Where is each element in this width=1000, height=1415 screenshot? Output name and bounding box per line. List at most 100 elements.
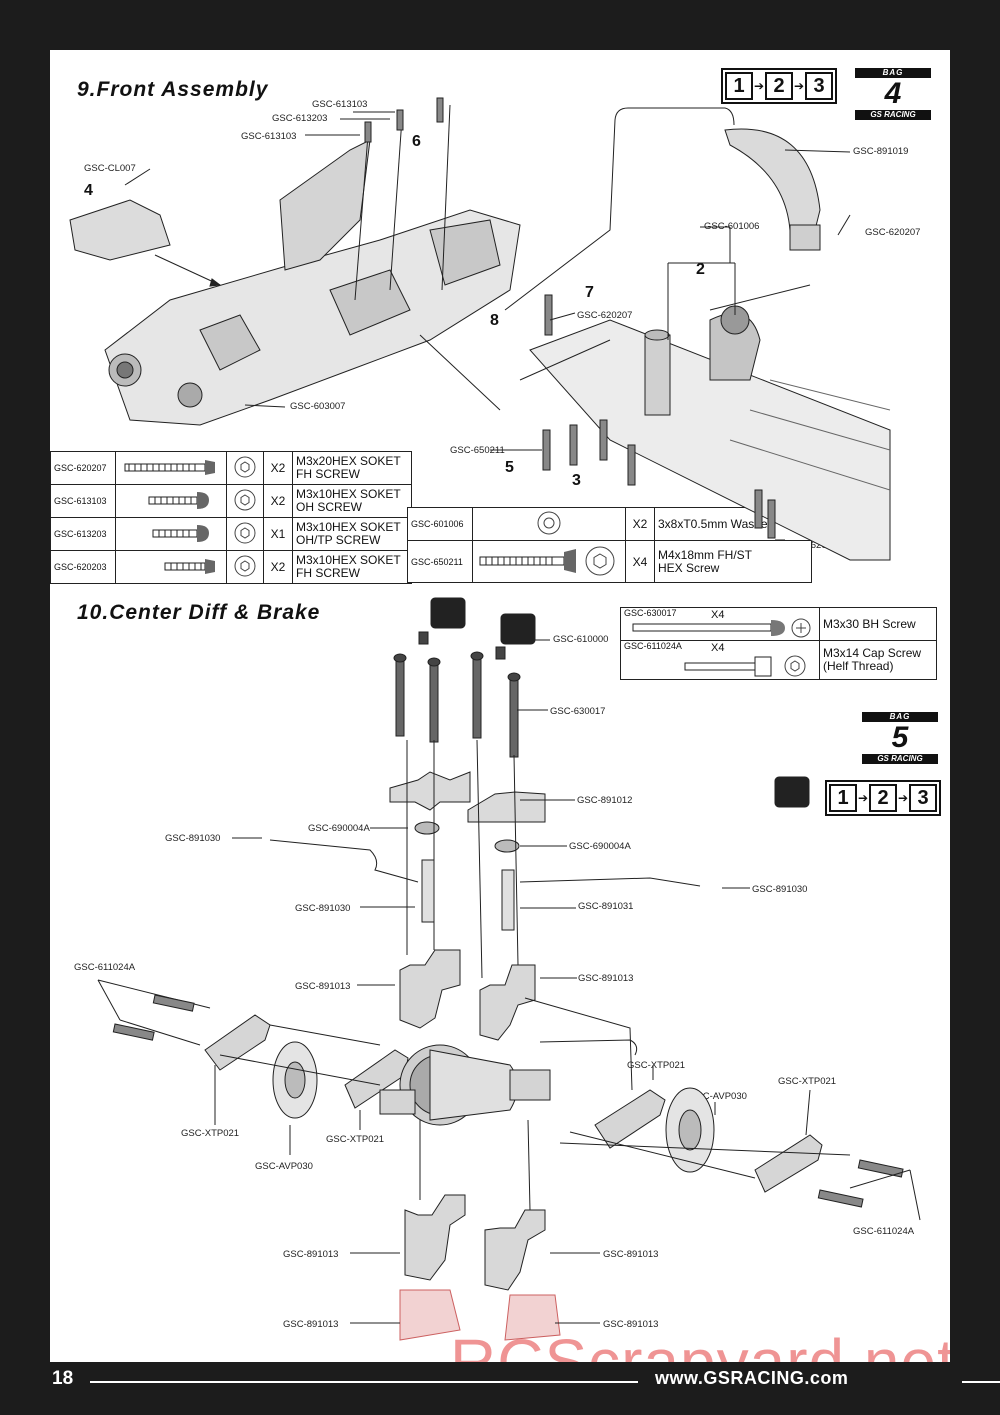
screw-image xyxy=(472,540,626,583)
callout-label: GSC-XTP021 xyxy=(778,1076,837,1087)
callout-label: GSC-650211 xyxy=(450,445,505,456)
table-row: GSC-630017 X4 M3x30 BH Screw xyxy=(620,607,937,641)
step-2: 2 xyxy=(765,72,793,100)
part-qty: X1 xyxy=(263,517,293,551)
callout-label: GSC-891031 xyxy=(578,901,634,912)
callout-label: GSC-891019 xyxy=(853,146,909,157)
callout-label: GSC-891013 xyxy=(283,1319,339,1330)
part-qty: X2 xyxy=(263,484,293,518)
callout-label: GSC-690004A xyxy=(308,823,370,834)
callout-label: GSC-XTP021 xyxy=(627,1060,686,1071)
part-code: GSC-601006 xyxy=(407,507,473,541)
step-number: 8 xyxy=(490,312,499,329)
callout-label: GSC-891013 xyxy=(603,1319,659,1330)
manual-page: 9.Front Assembly 1➔ 2➔ 3 BAG 4 GS RACING… xyxy=(50,50,950,1362)
arrow-right-icon: ➔ xyxy=(793,79,805,93)
screw-image xyxy=(115,517,227,551)
footer-rule xyxy=(962,1381,1000,1383)
callout-label: GSC-891013 xyxy=(295,981,351,992)
desc-line: OH SCREW xyxy=(296,500,362,514)
callout-label: GSC-891013 xyxy=(603,1249,659,1260)
part-code: GSC-650211 xyxy=(407,540,473,583)
callout-label: GSC-AVP030 xyxy=(255,1161,313,1172)
step-1: 1 xyxy=(829,784,857,812)
part-code: GSC-620207 xyxy=(50,451,116,485)
bag-number: 4 xyxy=(884,77,902,110)
desc-line: (Helf Thread) xyxy=(823,659,894,673)
hex-head-icon xyxy=(226,484,264,518)
desc-line: FH SCREW xyxy=(296,467,360,481)
part-qty: X4 xyxy=(625,540,655,583)
callout-label: GSC-CL007 xyxy=(84,163,136,174)
section10-title: 10.Center Diff & Brake xyxy=(77,601,321,624)
table-row: GSC-611024A X4 M3x14 Cap Screw(Helf Thre… xyxy=(620,640,937,680)
callout-label: GSC-XTP021 xyxy=(326,1134,385,1145)
step-2: 2 xyxy=(869,784,897,812)
callout-label: GSC-601006 xyxy=(704,221,760,232)
callout-label: GSC-620207 xyxy=(577,310,633,321)
callout-label: GSC-891030 xyxy=(165,833,221,844)
step-number: 5 xyxy=(505,459,514,476)
part-code: GSC-613103 xyxy=(50,484,116,518)
callout-label: GSC-613103 xyxy=(312,99,368,110)
washer-image xyxy=(472,507,626,541)
step-number: 2 xyxy=(696,261,705,278)
arrow-right-icon: ➔ xyxy=(897,791,909,805)
part-qty: X2 xyxy=(263,550,293,584)
page-number: 18 xyxy=(52,1368,74,1389)
bag-number: 5 xyxy=(891,721,909,754)
step-number: 7 xyxy=(585,284,594,301)
callout-label: GSC-891030 xyxy=(295,903,351,914)
table-row: GSC-601006 X2 3x8xT0.5mm Washer xyxy=(407,507,812,541)
arrow-right-icon: ➔ xyxy=(857,791,869,805)
hex-head-icon xyxy=(226,517,264,551)
step-number: 3 xyxy=(572,472,581,489)
assembly-illustration xyxy=(69,97,921,1341)
section10-parts-table: GSC-630017 X4 M3x30 BH Screw GSC-611024A… xyxy=(620,607,937,680)
hex-head-icon xyxy=(226,451,264,485)
callout-label: GSC-690004A xyxy=(569,841,631,852)
footer-rule xyxy=(90,1381,638,1383)
bag-label: BAG xyxy=(855,68,931,78)
bag-label: BAG xyxy=(862,712,938,722)
desc-line: 3x8xT0.5mm Washer xyxy=(658,516,772,531)
callout-label: GSC-891030 xyxy=(752,884,808,895)
section9-bag-badge: BAG 4 GS RACING xyxy=(855,68,931,120)
screw-image xyxy=(115,484,227,518)
part-code: GSC-630017 xyxy=(624,608,677,618)
callout-label: GSC-891012 xyxy=(577,795,633,806)
callout-label: GSC-AVP030 xyxy=(689,1091,747,1102)
part-qty: X4 xyxy=(711,642,725,654)
callout-label: GSC-630017 xyxy=(550,706,606,717)
callout-label: GSC-620207 xyxy=(865,227,921,238)
desc-line: M3x30 BH Screw xyxy=(823,616,916,631)
callout-label: GSC-611024A xyxy=(853,1226,915,1237)
section9-title: 9.Front Assembly xyxy=(77,78,269,101)
part-image-cell: GSC-630017 X4 xyxy=(620,607,820,641)
callout-label: GSC-891013 xyxy=(283,1249,339,1260)
desc-line: OH/TP SCREW xyxy=(296,533,381,547)
callout-label: GSC-603007 xyxy=(290,401,346,412)
section9-step-sequence: 1➔ 2➔ 3 xyxy=(721,68,837,104)
step-3: 3 xyxy=(805,72,833,100)
step-3: 3 xyxy=(909,784,937,812)
part-desc: M3x30 BH Screw xyxy=(819,607,937,641)
desc-line: M3x10HEX SOKET xyxy=(296,553,401,567)
hex-head-icon xyxy=(226,550,264,584)
bag-brand: GS RACING xyxy=(855,110,931,120)
part-code: GSC-620203 xyxy=(50,550,116,584)
desc-line: M3x14 Cap Screw xyxy=(823,646,922,660)
callout-label: GSC-XTP021 xyxy=(181,1128,240,1139)
part-image-cell: GSC-611024A X4 xyxy=(620,640,820,680)
callout-label: GSC-613103 xyxy=(241,131,297,142)
footer-url: www.GSRACING.com xyxy=(655,1368,849,1388)
section10-step-sequence: 1➔ 2➔ 3 xyxy=(825,780,941,816)
part-code: GSC-613203 xyxy=(50,517,116,551)
